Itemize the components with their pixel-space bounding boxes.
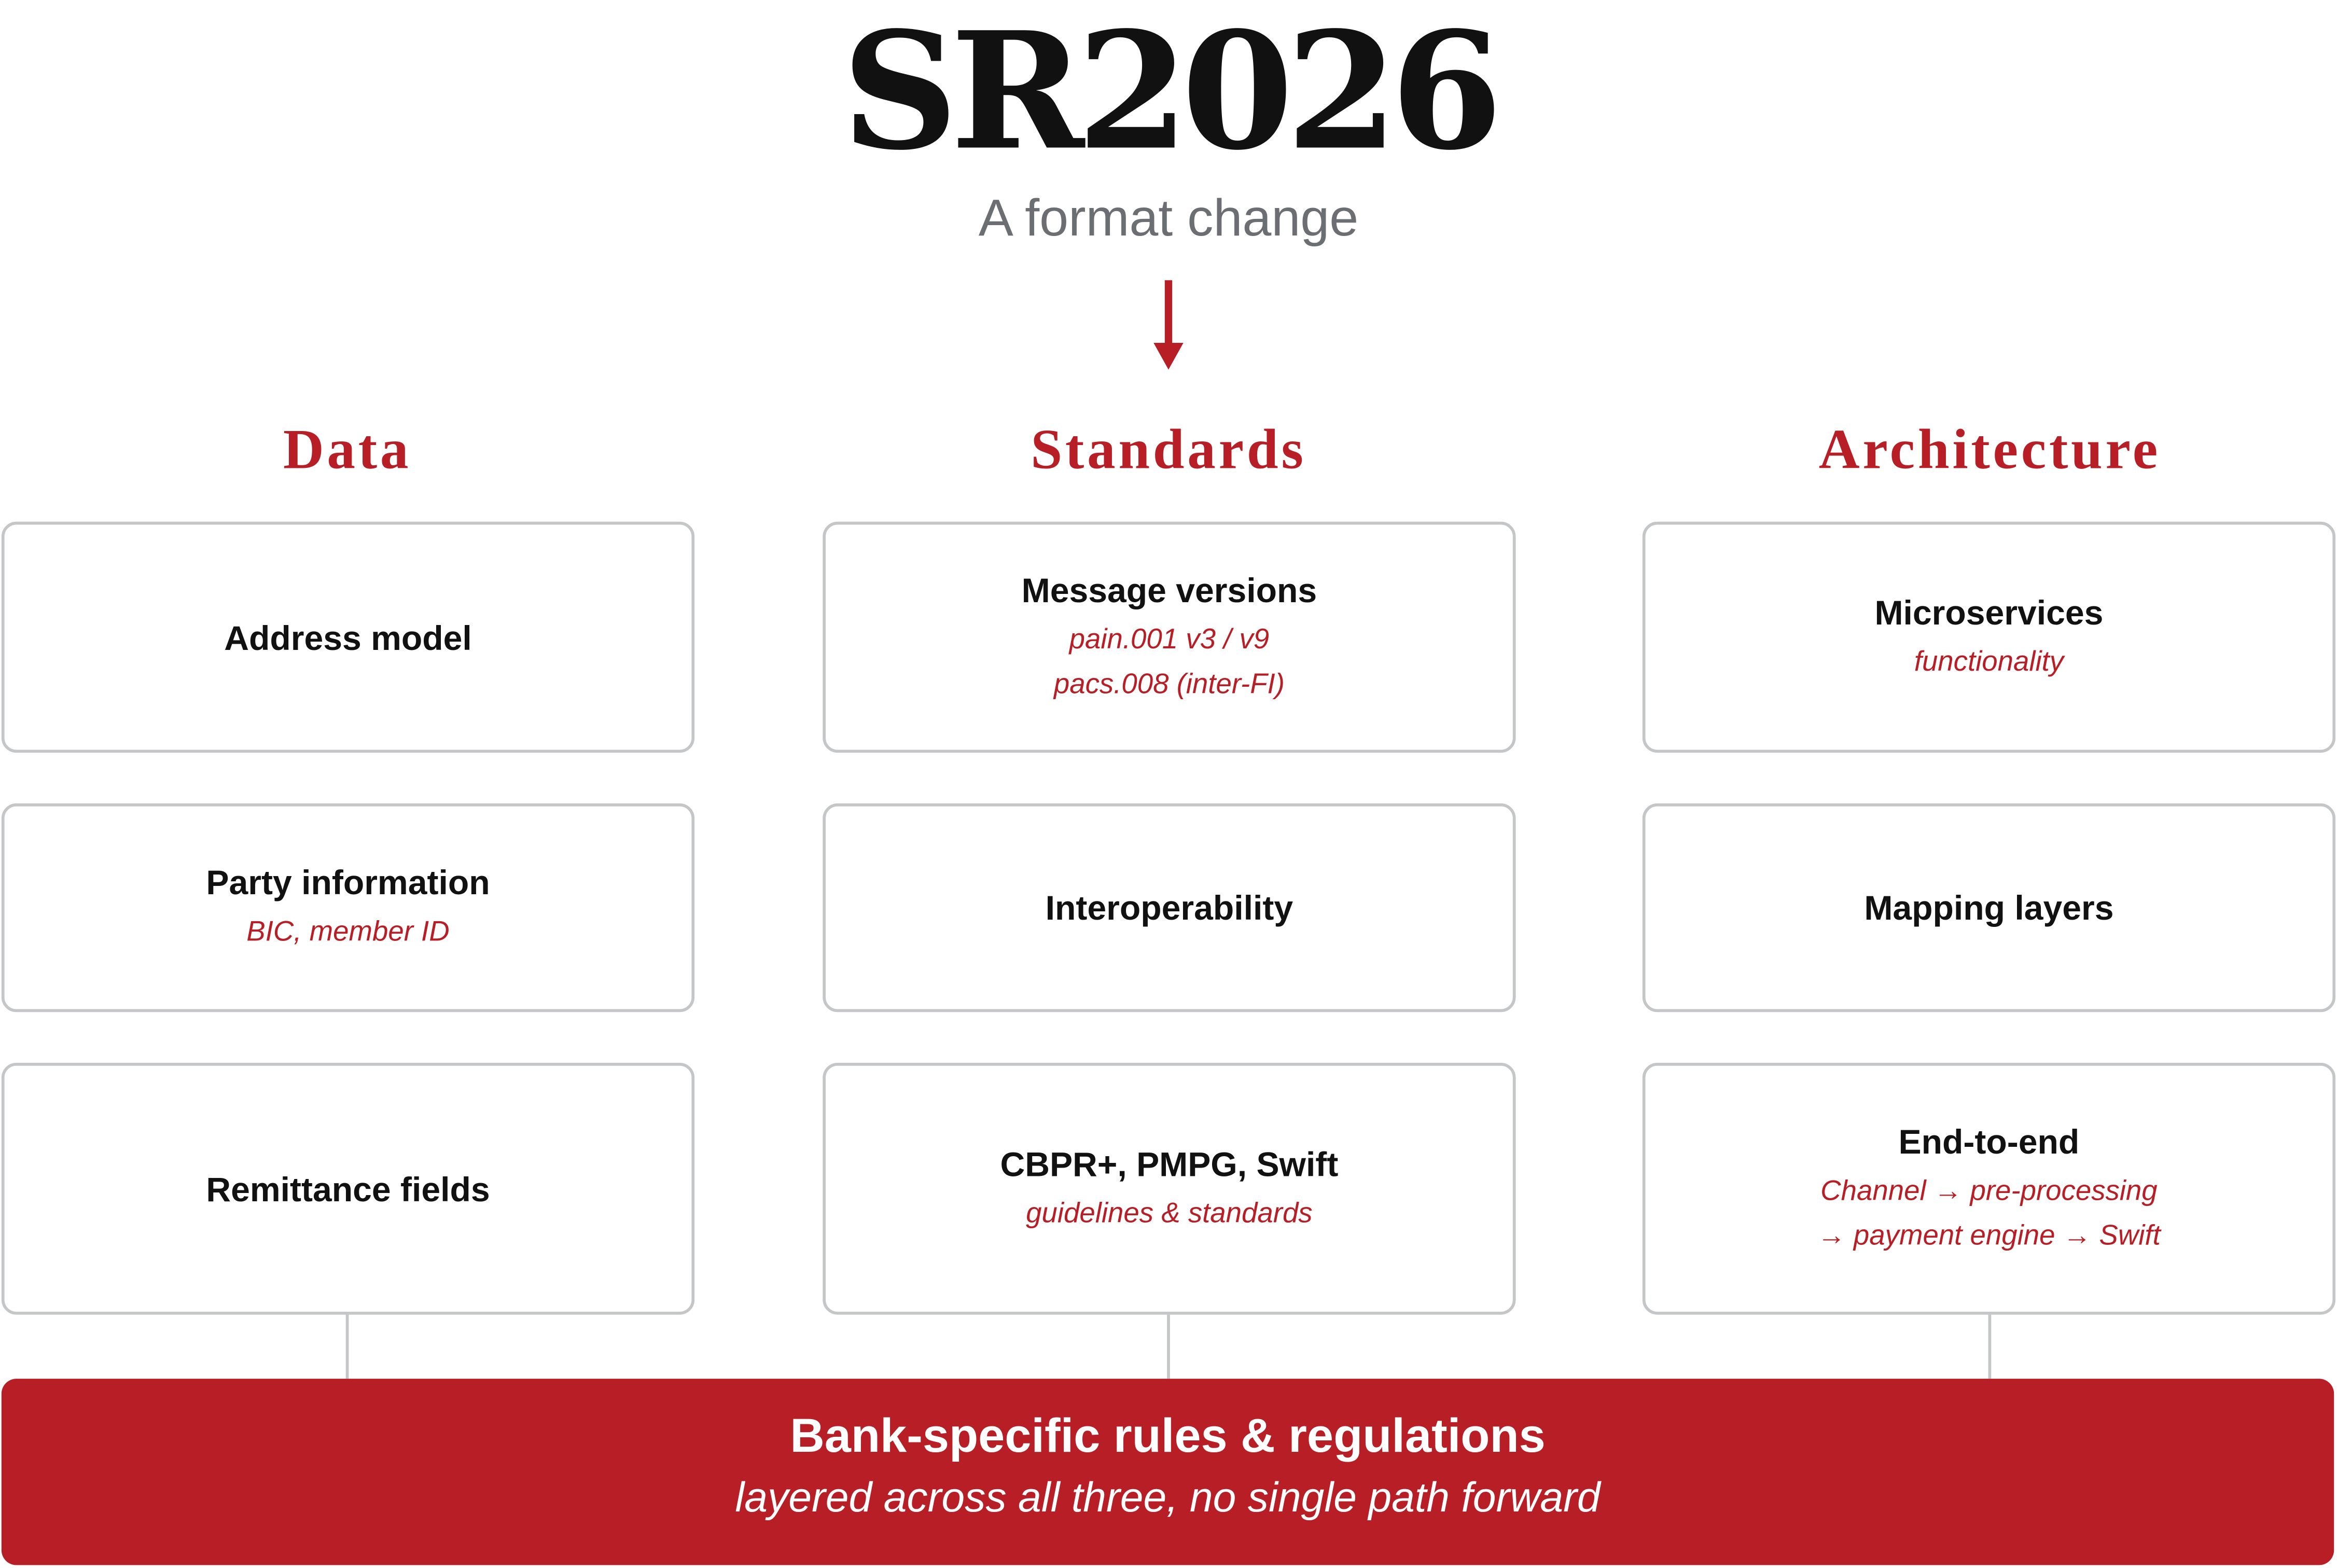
box-subtitle: pain.001 v3 / v9 pacs.008 (inter-FI) xyxy=(1053,623,1285,700)
box-remittance-fields: Remittance fields xyxy=(1,1062,695,1315)
box-subtitle: guidelines & standards xyxy=(1026,1198,1313,1229)
box-title: End-to-end xyxy=(1898,1121,2080,1161)
connector-line xyxy=(345,1314,349,1379)
column-heading-standards: Standards xyxy=(1031,419,1306,482)
box-mapping-layers: Mapping layers xyxy=(1642,803,2336,1012)
column-heading-data: Data xyxy=(283,419,412,482)
down-arrow-icon xyxy=(1153,280,1184,370)
box-title: Microservices xyxy=(1874,592,2104,632)
connector-line xyxy=(1167,1314,1170,1379)
banner-title: Bank-specific rules & regulations xyxy=(790,1408,1546,1463)
box-cbpr-pmpg-swift: CBPR+, PMPG, Swift guidelines & standard… xyxy=(823,1062,1516,1315)
box-title: Remittance fields xyxy=(206,1169,490,1209)
box-title: Address model xyxy=(224,618,472,657)
box-address-model: Address model xyxy=(1,521,695,753)
banner-subtitle: layered across all three, no single path… xyxy=(735,1474,1601,1521)
box-subtitle: Channel → pre-processing → payment engin… xyxy=(1817,1175,2161,1252)
page-subtitle: A format change xyxy=(978,189,1359,248)
box-party-information: Party information BIC, member ID xyxy=(1,803,695,1012)
connector-line xyxy=(1988,1314,1992,1379)
box-microservices: Microservices functionality xyxy=(1642,521,2336,753)
box-subtitle: BIC, member ID xyxy=(246,917,450,948)
box-title: Party information xyxy=(206,863,490,902)
box-title: Message versions xyxy=(1021,570,1317,609)
box-title: Mapping layers xyxy=(1864,888,2114,927)
page-title: SR2026 xyxy=(842,0,1503,187)
box-message-versions: Message versions pain.001 v3 / v9 pacs.0… xyxy=(823,521,1516,753)
box-interoperability: Interoperability xyxy=(823,803,1516,1012)
column-heading-architecture: Architecture xyxy=(1818,419,2161,482)
box-title: Interoperability xyxy=(1045,888,1293,927)
box-subtitle: functionality xyxy=(1914,646,2064,678)
bank-rules-banner: Bank-specific rules & regulations layere… xyxy=(1,1379,2334,1565)
box-end-to-end: End-to-end Channel → pre-processing → pa… xyxy=(1642,1062,2336,1315)
box-title: CBPR+, PMPG, Swift xyxy=(1000,1144,1339,1183)
